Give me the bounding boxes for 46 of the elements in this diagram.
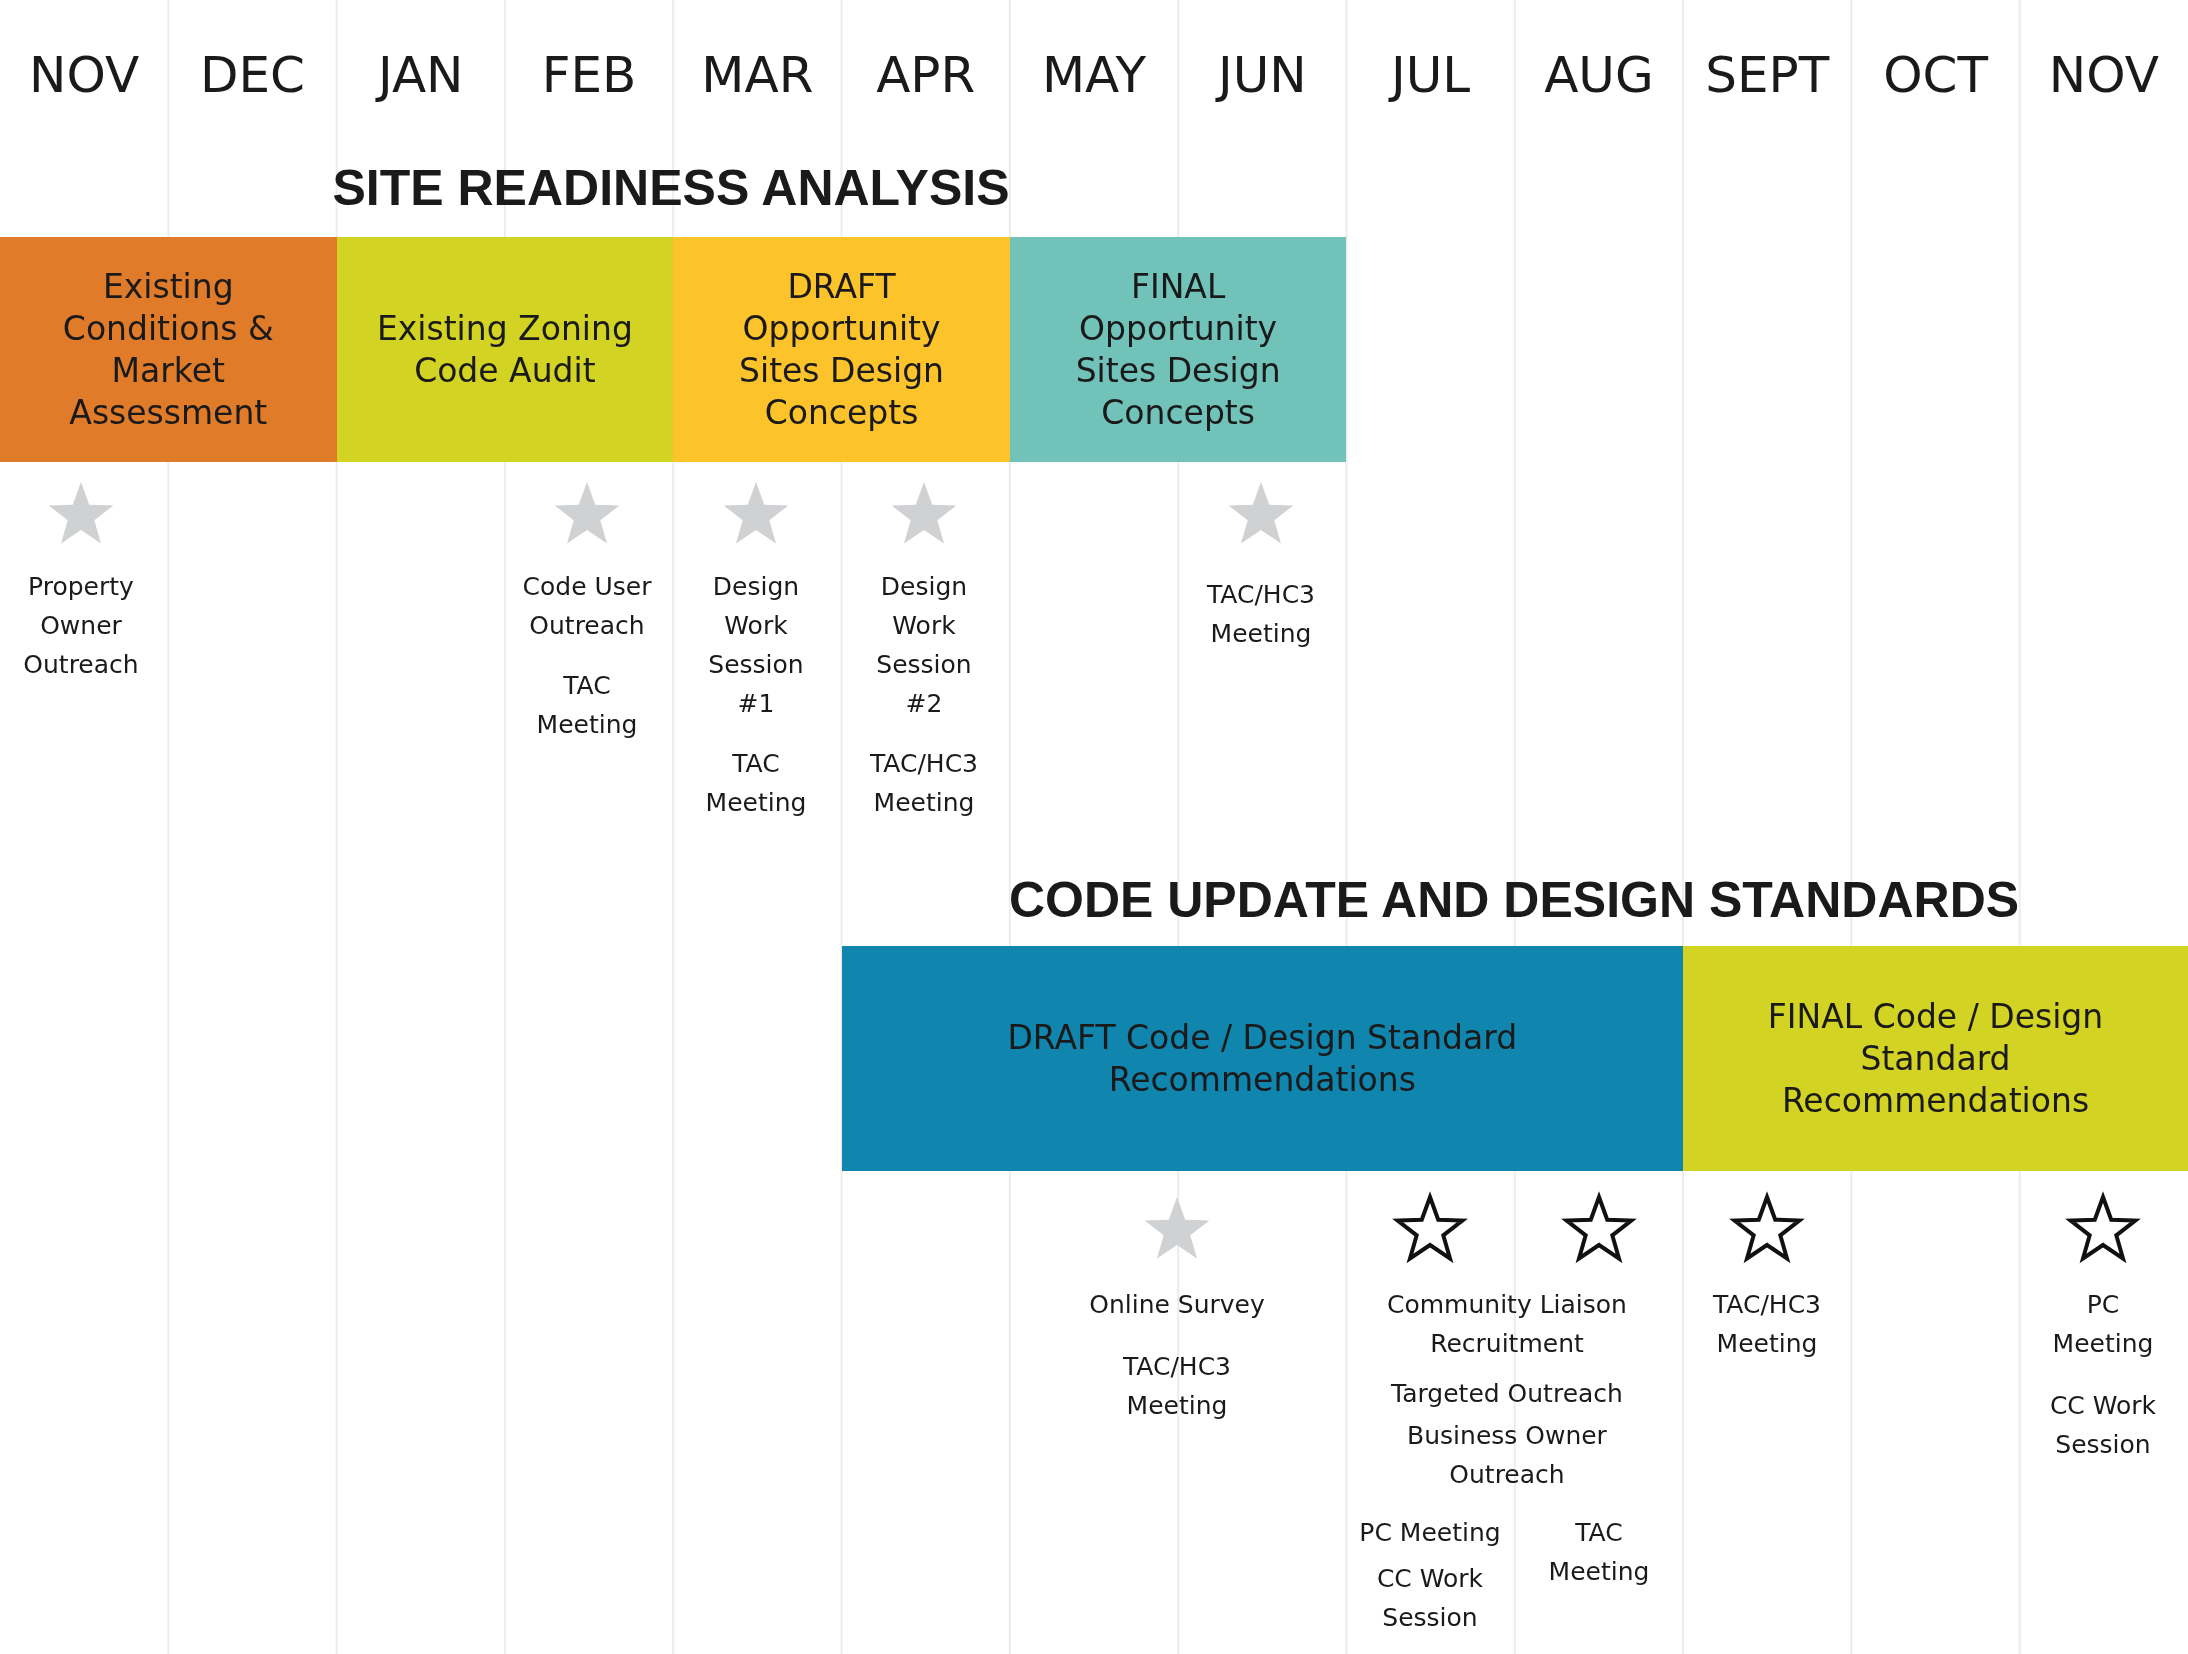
milestone-label: Targeted Outreach — [1390, 1378, 1624, 1410]
phase-bar — [1009, 237, 1347, 462]
milestone-label: TAC Meeting — [1547, 1517, 1651, 1588]
milestone-label: Design Work Session #1 — [707, 571, 805, 720]
phase-label: FINAL Opportunity Sites Design Concepts — [1074, 265, 1282, 434]
milestone-label: Community Liaison Recruitment — [1386, 1289, 1628, 1360]
milestone-label: TAC Meeting — [704, 748, 808, 819]
month-label: JUL — [1348, 45, 1514, 105]
month-label: DEC — [198, 45, 306, 105]
milestone-label: CC Work Session — [1375, 1563, 1485, 1634]
phase-label: DRAFT Opportunity Sites Design Concepts — [738, 265, 945, 434]
month-label: FEB — [540, 45, 638, 105]
milestone-label: Design Work Session #2 — [875, 571, 973, 720]
phase-label: Existing Zoning Code Audit — [375, 307, 634, 392]
milestone-label: Business Owner Outreach — [1406, 1420, 1608, 1491]
phase-bar — [0, 237, 337, 462]
milestone-label: TAC/HC3 Meeting — [1121, 1351, 1232, 1422]
phase-bar — [336, 237, 674, 462]
phase-bar — [673, 237, 1010, 462]
phase-bar — [1683, 946, 2188, 1171]
section-heading: CODE UPDATE AND DESIGN STANDARDS — [1007, 871, 2021, 930]
milestone-label: PC Meeting — [2051, 1289, 2155, 1360]
milestone-label: CC Work Session — [2048, 1390, 2158, 1461]
milestone-label: PC Meeting — [1358, 1517, 1502, 1549]
month-label: OCT — [1882, 45, 1990, 105]
milestone-label: TAC/HC3 Meeting — [1205, 579, 1316, 650]
milestone-label: Property Owner Outreach — [22, 571, 140, 681]
month-label: JUN — [1214, 45, 1308, 105]
month-label: AUG — [1543, 45, 1655, 105]
phase-bar — [841, 946, 1684, 1171]
month-label: NOV — [2047, 45, 2160, 105]
phase-label: DRAFT Code / Design Standard Recommendations — [1006, 1016, 1519, 1101]
month-label: MAR — [700, 45, 815, 105]
month-label: JAN — [338, 45, 504, 105]
section-heading: SITE READINESS ANALYSIS — [331, 159, 1011, 218]
month-label: SEPT — [1704, 45, 1831, 105]
month-label: MAY — [1041, 45, 1147, 105]
milestone-label: TAC/HC3 Meeting — [868, 748, 979, 819]
milestone-label: Online Survey — [1088, 1289, 1266, 1321]
milestone-label: TAC/HC3 Meeting — [1711, 1289, 1822, 1360]
phase-label: Existing Conditions & Market Assessment — [61, 265, 275, 434]
month-label: APR — [875, 45, 977, 105]
phase-label: FINAL Code / Design Standard Recommendations — [1766, 995, 2105, 1122]
milestone-label: TAC Meeting — [535, 670, 639, 741]
month-label: NOV — [28, 45, 141, 105]
milestone-label: Code User Outreach — [521, 571, 653, 642]
